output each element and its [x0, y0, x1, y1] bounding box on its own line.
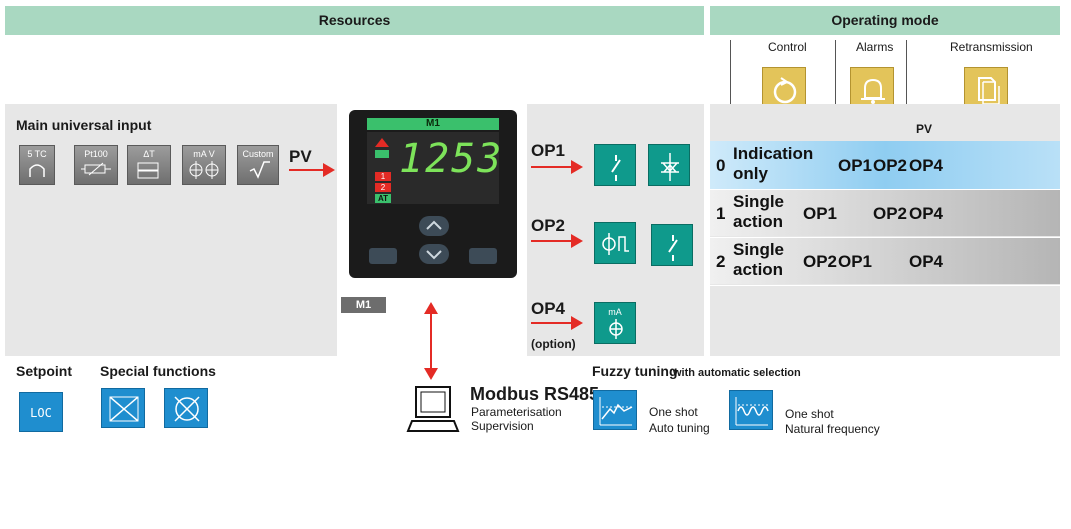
row-mode: Single action — [733, 240, 785, 279]
row-retrans: OP4 — [909, 204, 944, 223]
row-index: 2 — [716, 252, 726, 271]
pv-column-header: PV — [916, 122, 933, 136]
special-function-off-icon — [164, 388, 208, 428]
badge-at: AT — [375, 194, 391, 203]
ssr-logic-icon — [594, 222, 636, 264]
pt100-input-icon: Pt100 — [74, 145, 118, 185]
row-control: OP1 — [803, 204, 838, 223]
badge-2: 2 — [375, 183, 391, 192]
op2-arrow — [531, 234, 583, 248]
table-row — [710, 238, 1060, 284]
led-indicator — [375, 150, 389, 158]
divider-line — [710, 237, 1060, 238]
resources-header: Resources — [5, 6, 704, 35]
op4-label: OP4 — [531, 299, 566, 318]
control-icon — [762, 67, 806, 111]
setpoint-local-icon: LOC — [19, 392, 63, 432]
alarm-bell-icon — [850, 67, 894, 111]
row-alarm2: OP2 — [873, 156, 908, 175]
arrow-up-head — [424, 302, 438, 314]
down-button[interactable] — [419, 244, 449, 264]
controller-readout: 1253 — [399, 136, 504, 182]
analog-output-icon: mA — [594, 302, 636, 344]
pv-arrow — [289, 163, 335, 177]
table-row — [710, 190, 1060, 236]
op4-arrow — [531, 316, 583, 330]
fuzzy-subtitle: with automatic selection — [673, 367, 801, 379]
row-index: 1 — [716, 204, 726, 223]
input-panel — [5, 104, 337, 356]
op2-label: OP2 — [531, 216, 566, 235]
controller-device: M1 1 2 AT 1253 — [349, 110, 517, 278]
row-mode: Indication only — [733, 144, 814, 183]
relay-icon — [651, 224, 693, 266]
column-control: Control — [768, 40, 807, 54]
row-alarm2: OP2 — [873, 204, 908, 223]
main-input-title: Main universal input — [16, 117, 152, 133]
pv-label: PV — [289, 147, 312, 166]
controller-display — [367, 132, 499, 204]
return-button[interactable] — [369, 248, 397, 264]
row-retrans: OP4 — [909, 252, 944, 271]
op1-label: OP1 — [531, 141, 566, 160]
ma-v-input-icon: mA V — [182, 145, 226, 185]
natural-frequency-icon — [729, 390, 773, 430]
fuzzy-option2-line2: Natural frequency — [785, 422, 880, 436]
computer-icon — [406, 385, 466, 440]
modbus-title: Modbus RS485 — [470, 384, 600, 404]
controller-tag: M1 — [341, 297, 386, 313]
fuzzy-option1-line1: One shot — [649, 405, 698, 419]
row-index: 0 — [716, 156, 726, 175]
row-mode: Single action — [733, 192, 785, 231]
modbus-line2: Supervision — [471, 419, 534, 433]
fuzzy-option2-line1: One shot — [785, 407, 834, 421]
custom-input-icon: Custom — [237, 145, 279, 185]
triac-icon — [648, 144, 690, 186]
column-alarms: Alarms — [856, 40, 894, 54]
fuzzy-option1-line2: Auto tuning — [649, 421, 710, 435]
setpoint-title: Setpoint — [16, 363, 72, 379]
controller-model-label: M1 — [367, 118, 499, 130]
auto-tuning-icon — [593, 390, 637, 430]
up-button[interactable] — [419, 216, 449, 236]
divider-line — [710, 189, 1060, 190]
arrow-down-head — [424, 368, 438, 380]
row-control: OP2 — [803, 252, 838, 271]
modbus-link-arrow — [430, 312, 432, 370]
modbus-line1: Parameterisation — [471, 405, 562, 419]
table-row — [710, 141, 1060, 189]
op4-option-label: (option) — [531, 337, 576, 351]
relay-icon — [594, 144, 636, 186]
delta-t-input-icon: ΔT — [127, 145, 171, 185]
special-functions-title: Special functions — [100, 363, 216, 379]
enter-button[interactable] — [469, 248, 497, 264]
up-indicator-icon — [375, 138, 389, 147]
thermocouple-input-icon: 5 TC — [19, 145, 55, 185]
badge-1: 1 — [375, 172, 391, 181]
fuzzy-title: Fuzzy tuning — [592, 363, 678, 379]
special-function-disabled-icon — [101, 388, 145, 428]
retransmission-document-icon — [964, 67, 1008, 111]
operating-mode-header: Operating mode — [710, 6, 1060, 35]
column-retransmission: Retransmission — [950, 40, 1033, 54]
op1-arrow — [531, 160, 583, 174]
divider-line — [710, 285, 1060, 286]
row-alarm1: OP1 — [838, 252, 873, 271]
row-retrans: OP4 — [909, 156, 944, 175]
row-alarm1: OP1 — [838, 156, 873, 175]
